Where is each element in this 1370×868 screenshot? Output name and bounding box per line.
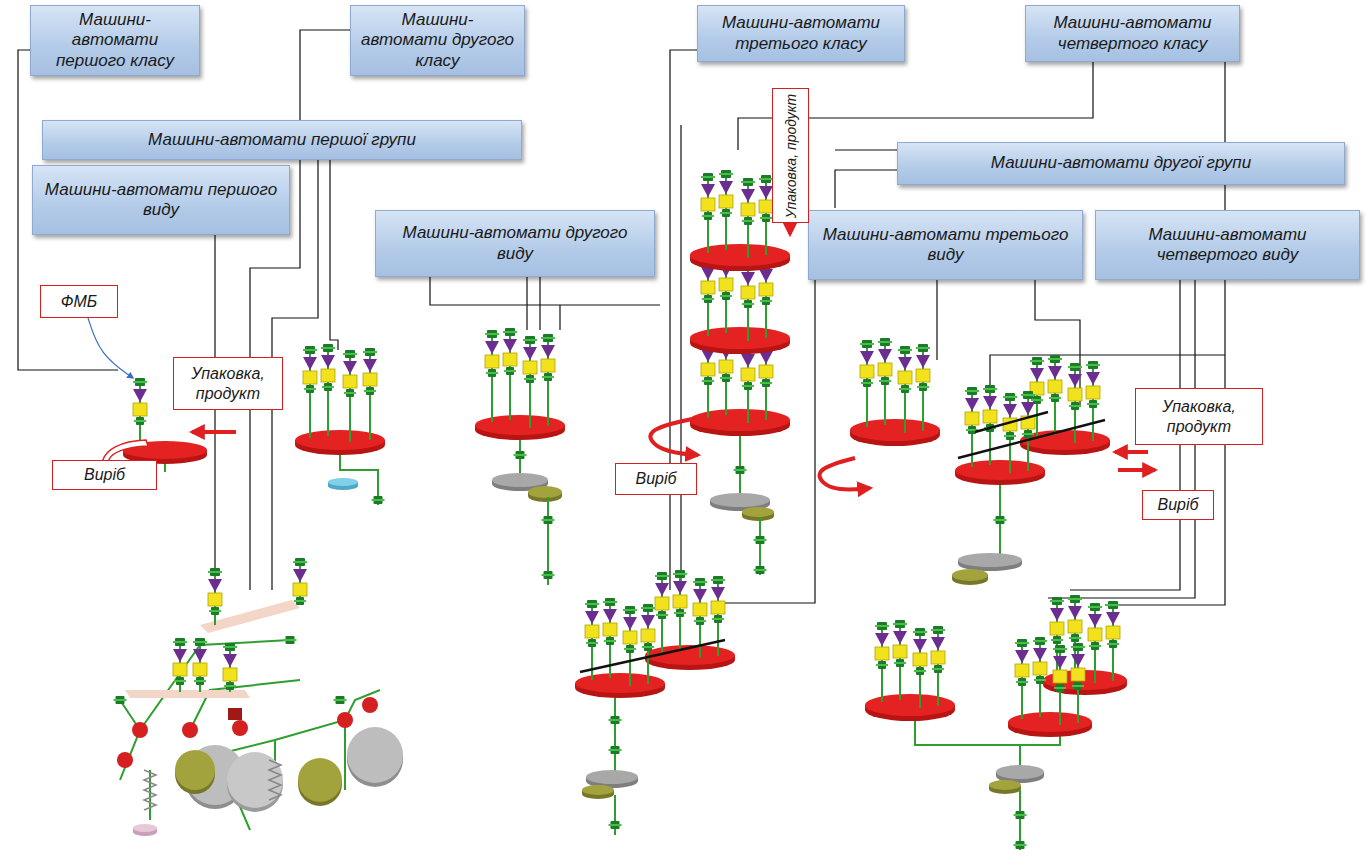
node-text: Машини-автомати другого класу xyxy=(359,10,516,71)
callout-box: Упаковка, продукт xyxy=(772,88,809,223)
kind-box: Машини-автомати четвертого виду xyxy=(1095,210,1360,280)
node-text: Виріб xyxy=(1157,495,1198,514)
leader-line xyxy=(330,160,338,350)
machine-third-kind-bottom xyxy=(575,570,735,835)
node-text: Упаковка, продукт xyxy=(180,364,276,402)
flow-arrows xyxy=(88,205,1155,490)
callout-box: Виріб xyxy=(52,460,157,490)
machine-fourth-kind xyxy=(865,595,1127,850)
class-box: Машини-автомати другого класу xyxy=(350,5,525,76)
callout-box: Виріб xyxy=(615,463,697,495)
flow-arrow xyxy=(820,458,870,490)
leader-line xyxy=(526,277,527,330)
node-text: Машини-автомати четвертого виду xyxy=(1104,225,1351,266)
node-text: Упаковка, продукт xyxy=(783,92,798,220)
node-text: Упаковка, продукт xyxy=(1142,397,1256,435)
machine-third-kind xyxy=(850,338,1110,585)
leader-line xyxy=(835,149,897,150)
callout-box: Виріб xyxy=(1142,490,1214,520)
leader-line xyxy=(680,125,681,590)
flow-arrow xyxy=(1118,468,1155,472)
node-text: Машини-автомати четвертого класу xyxy=(1034,13,1231,54)
machine-second-kind xyxy=(475,328,565,585)
leader-line xyxy=(559,305,560,330)
node-text: ФМБ xyxy=(61,292,97,311)
machine-complex xyxy=(114,558,404,836)
leader-line xyxy=(990,355,1225,385)
node-text: Машини-автомати третього виду xyxy=(817,225,1074,266)
kind-box: Машини-автомати третього виду xyxy=(808,210,1083,280)
node-text: Машини-автомати першого класу xyxy=(39,10,191,71)
group-box: Машини-автомати першої групи xyxy=(42,120,522,160)
node-text: Виріб xyxy=(84,465,125,484)
class-box: Машини-автомати третього класу xyxy=(697,5,905,62)
leader-lines xyxy=(18,30,1225,605)
node-text: Машини-автомати другого виду xyxy=(384,223,646,264)
leader-line xyxy=(214,235,215,590)
machine-second-class xyxy=(295,344,385,505)
node-text: Машини-автомати першого виду xyxy=(41,180,281,221)
leader-line xyxy=(936,280,937,360)
class-box: Машини-автомати першого класу xyxy=(30,5,200,76)
callout-box: Упаковка, продукт xyxy=(173,357,283,410)
flow-arrow xyxy=(88,318,133,378)
class-box: Машини-автомати четвертого класу xyxy=(1025,5,1240,62)
node-text: Машини-автомати другої групи xyxy=(991,153,1251,173)
kind-box: Машини-автомати другого виду xyxy=(375,210,655,277)
machine-third-class xyxy=(690,170,790,575)
flow-arrow xyxy=(192,430,236,434)
leader-line xyxy=(430,277,660,305)
callout-box: ФМБ xyxy=(40,285,118,318)
node-text: Машини-автомати першої групи xyxy=(148,130,416,150)
leader-line xyxy=(835,170,897,208)
flow-arrow xyxy=(1115,450,1148,454)
node-text: Машини-автомати третього класу xyxy=(706,13,896,54)
callout-box: Упаковка, продукт xyxy=(1135,388,1263,445)
kind-box: Машини-автомати першого виду xyxy=(32,165,290,235)
leader-line xyxy=(539,277,540,330)
group-box: Машини-автомати другої групи xyxy=(897,142,1345,185)
node-text: Виріб xyxy=(635,469,676,488)
flow-arrow xyxy=(650,418,698,455)
leader-line xyxy=(670,50,697,590)
machine-drawings xyxy=(114,170,1128,850)
leader-line xyxy=(300,30,350,120)
